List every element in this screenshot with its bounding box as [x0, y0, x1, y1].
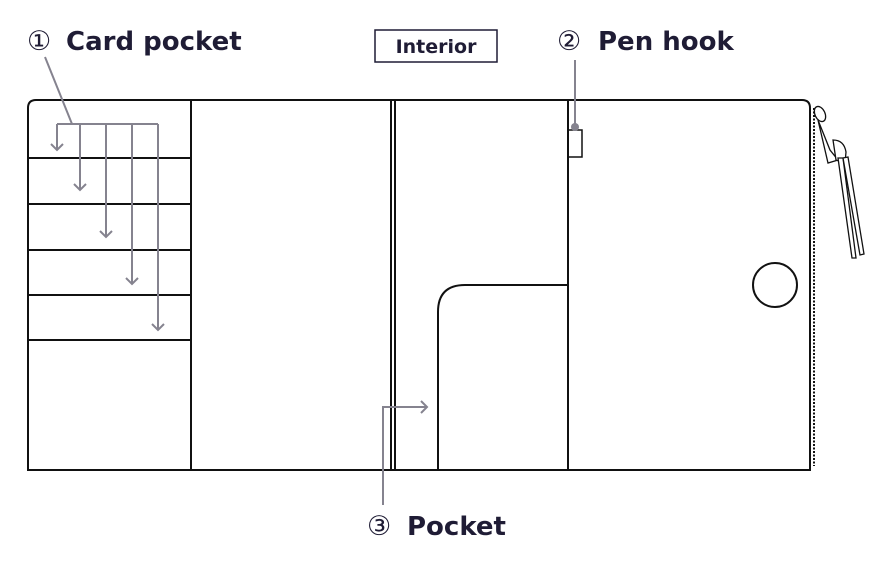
wallet-outline	[27, 99, 811, 471]
zipper-pull-icon	[813, 105, 865, 259]
card-slots	[28, 157, 191, 341]
inner-pocket	[437, 284, 568, 470]
card-pocket-callout	[44, 56, 165, 332]
pen-hook-text: Pen hook	[598, 27, 734, 57]
card-pocket-number: ①	[27, 26, 51, 57]
pocket-callout	[382, 400, 429, 505]
pocket-text: Pocket	[407, 512, 506, 542]
pen-hook-number: ②	[557, 26, 581, 57]
interior-title: Interior	[374, 29, 498, 63]
pen-hook-label: ② Pen hook	[557, 26, 734, 57]
pen-hook	[567, 60, 583, 158]
snap-button	[752, 262, 798, 308]
pocket-number: ③	[367, 511, 391, 542]
pocket-label: ③ Pocket	[367, 511, 506, 542]
card-pocket-text: Card pocket	[66, 27, 242, 57]
interior-title-text: Interior	[396, 36, 478, 58]
card-pocket-label: ① Card pocket	[27, 26, 242, 57]
